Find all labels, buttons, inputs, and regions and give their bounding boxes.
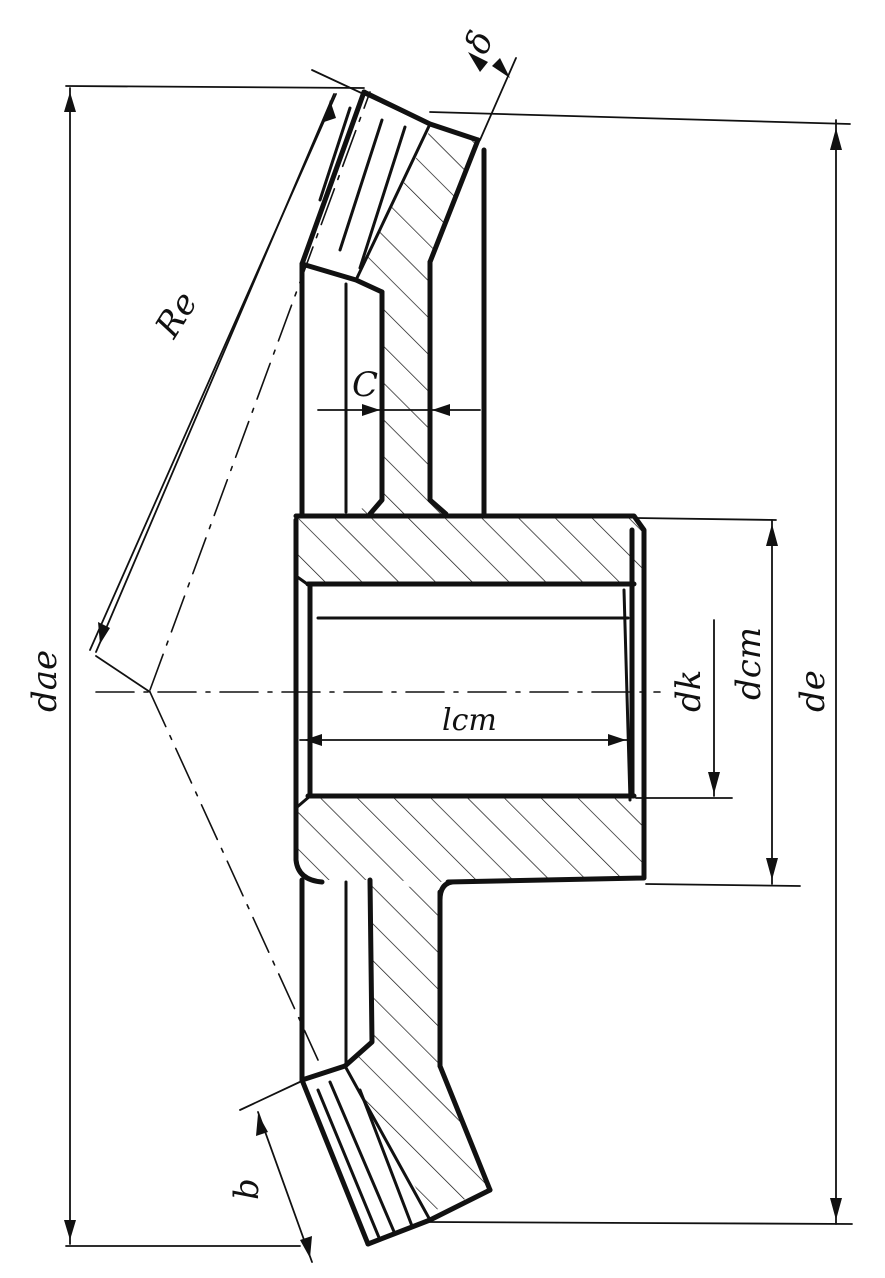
label-de: de [793,670,833,712]
hatched-sections [298,130,644,1212]
label-dk: dk [669,670,709,712]
label-c: C [352,365,378,405]
upper-hub-section [298,516,642,584]
label-re: Re [147,285,206,346]
label-delta: δ [457,25,502,59]
dimension-lines [64,52,853,1263]
gear-outline [293,89,647,1247]
label-b: b [227,1178,267,1200]
label-dae: dae [25,650,65,712]
label-lcm: lcm [442,703,497,738]
lower-hub-section [298,796,644,882]
label-dcm: dcm [729,627,769,700]
lower-web-section [345,880,490,1212]
